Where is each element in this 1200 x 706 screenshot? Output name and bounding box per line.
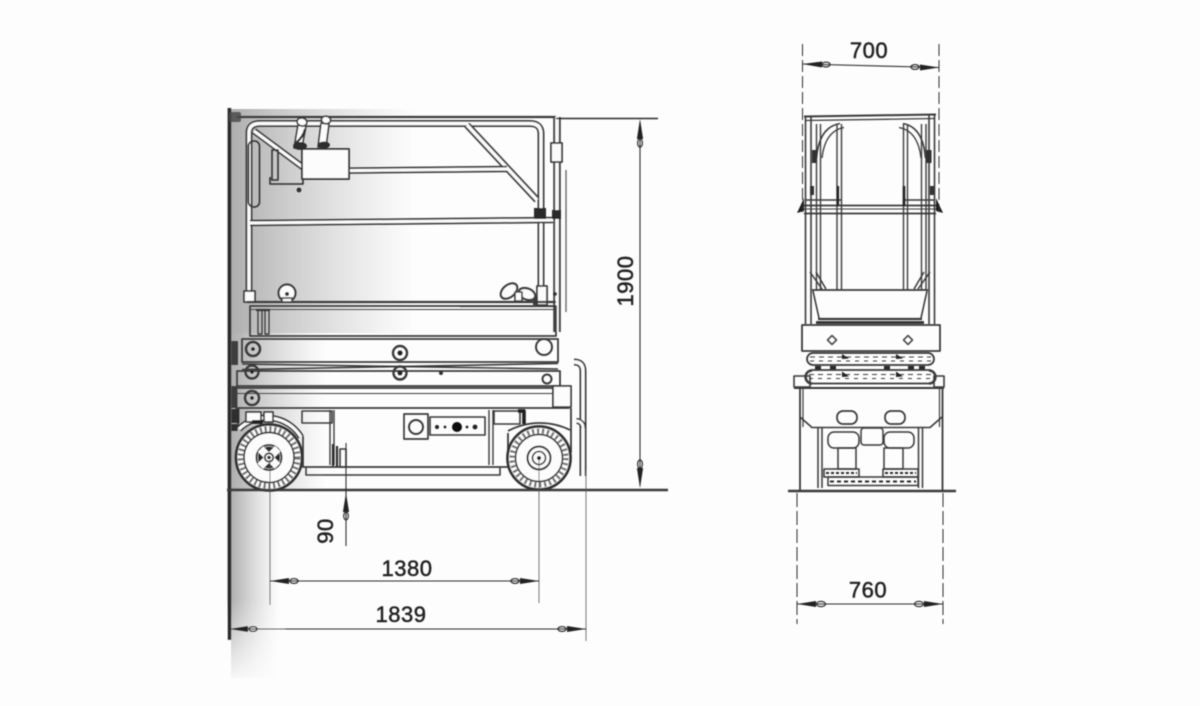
svg-text:90: 90	[313, 518, 338, 543]
svg-text:1900: 1900	[613, 256, 638, 307]
svg-text:700: 700	[850, 38, 888, 63]
svg-text:1380: 1380	[382, 556, 433, 581]
svg-text:760: 760	[849, 578, 887, 603]
svg-text:1839: 1839	[376, 602, 427, 627]
